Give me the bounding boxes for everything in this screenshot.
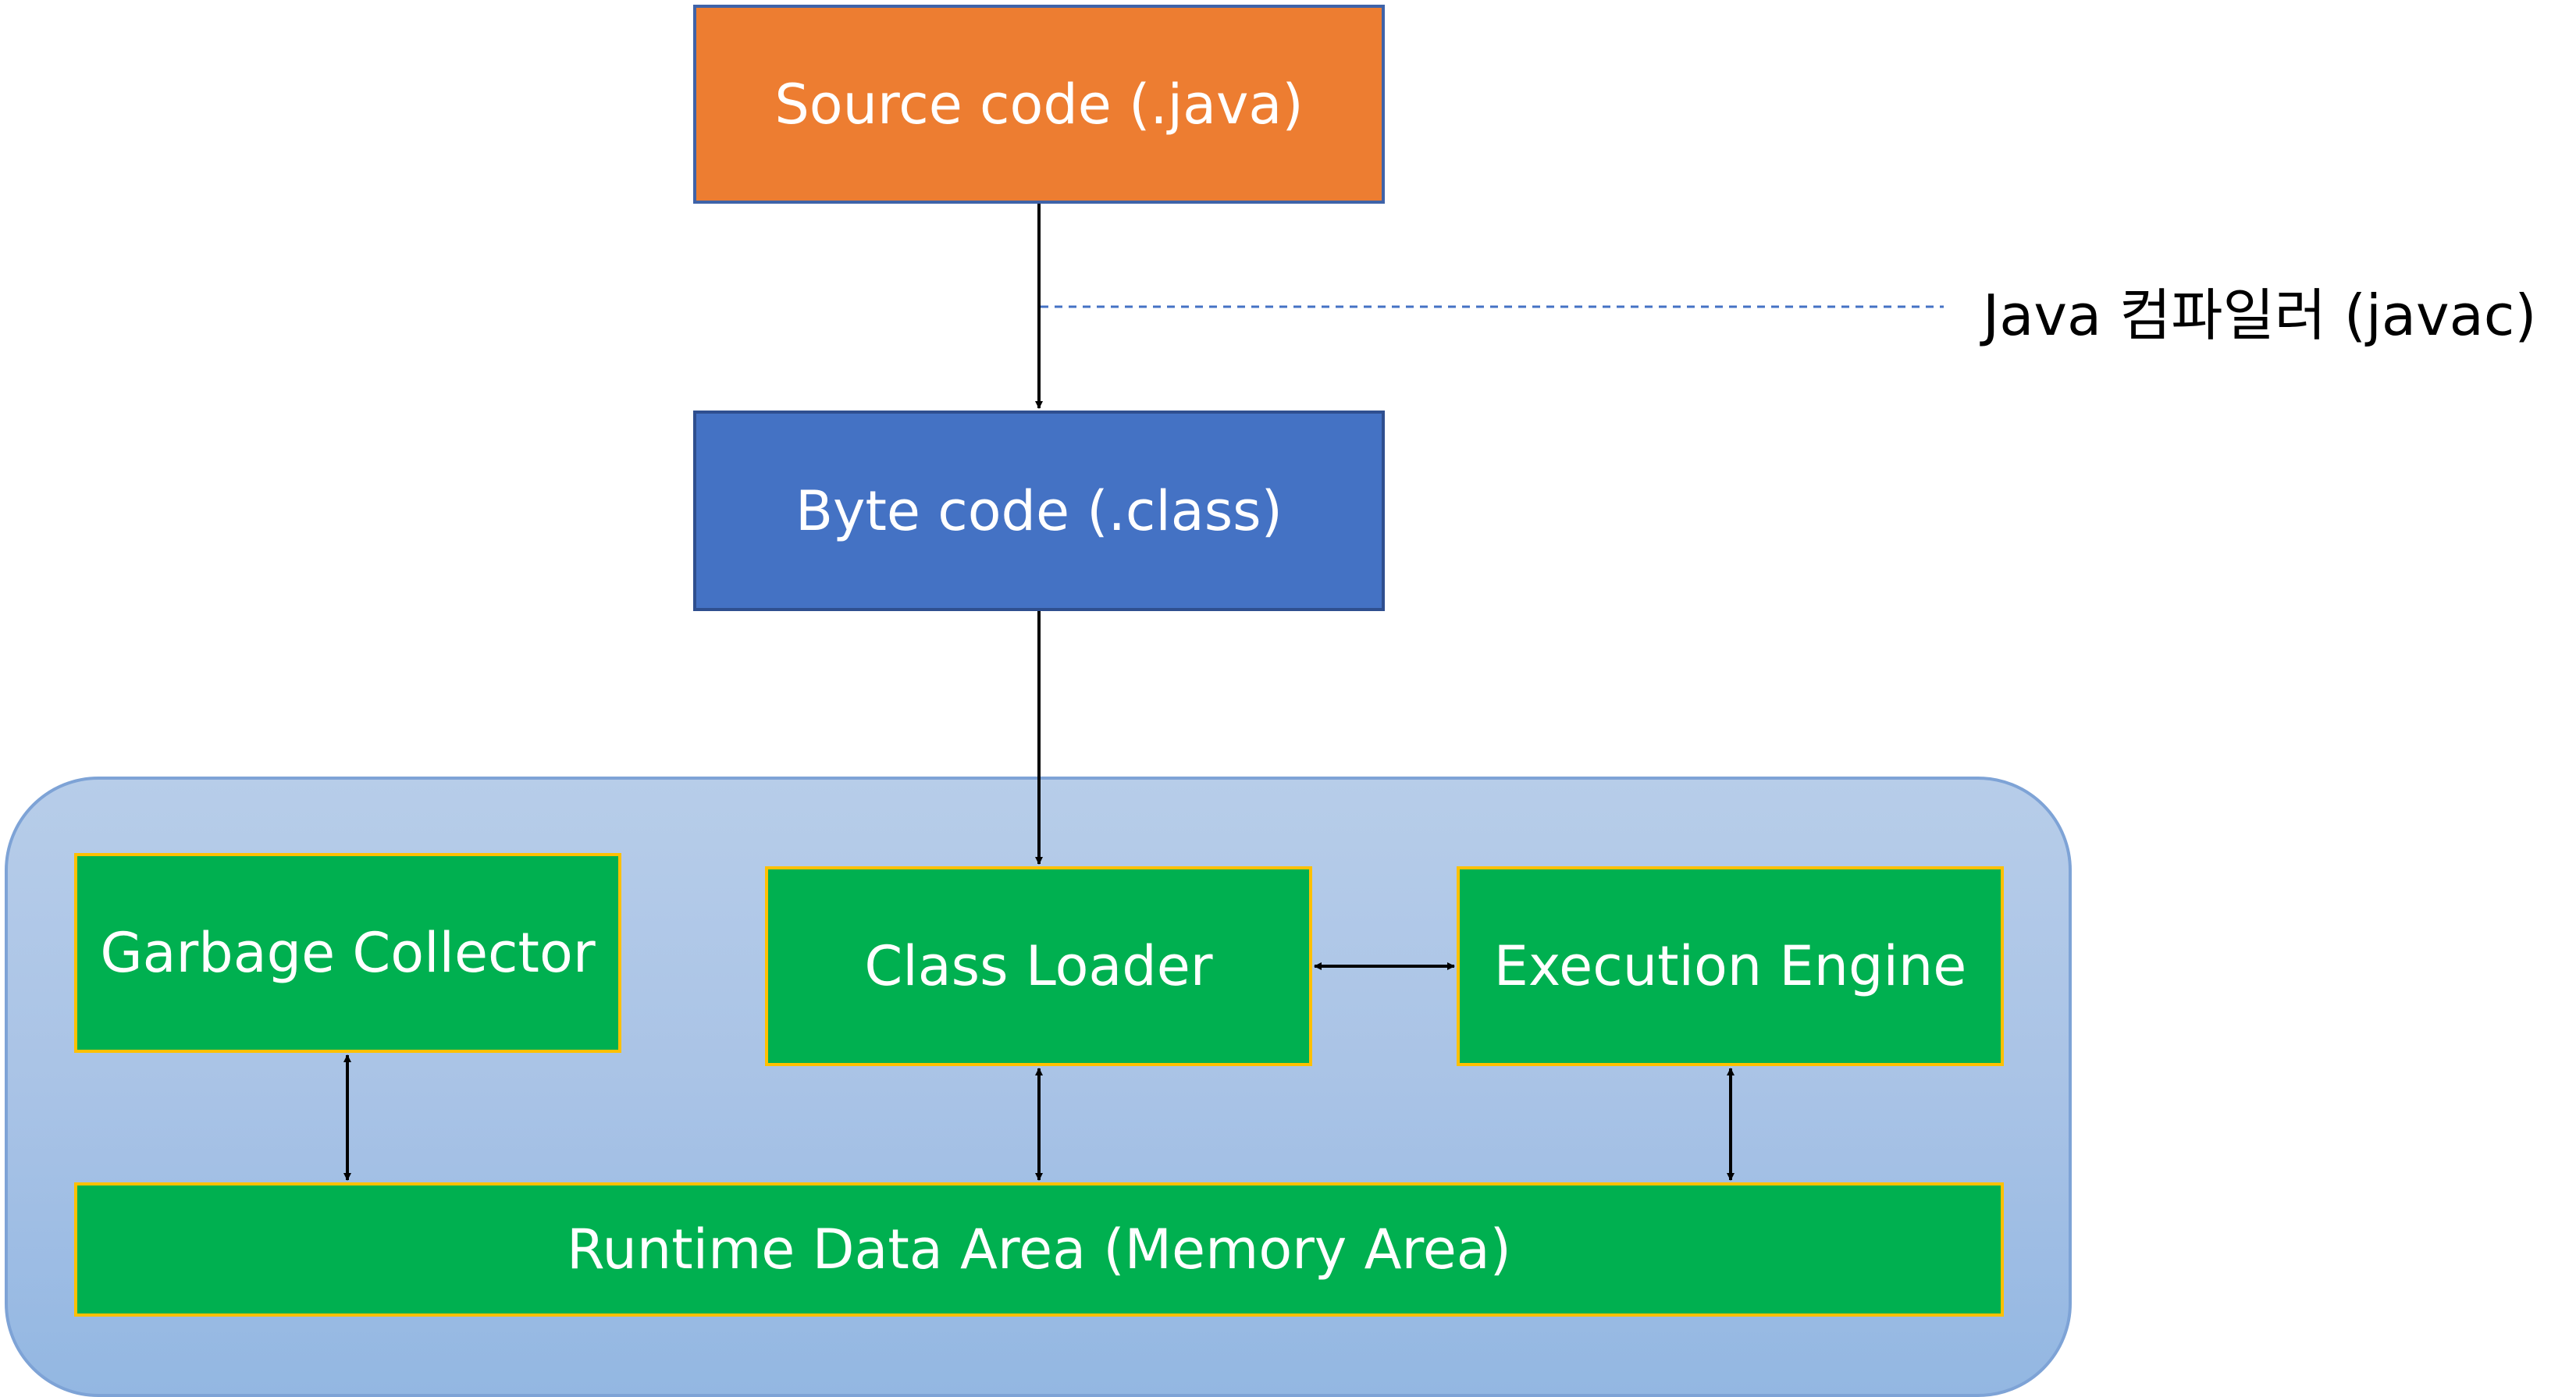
byte-code-box: Byte code (.class) xyxy=(693,411,1385,611)
runtime-data-area-box: Runtime Data Area (Memory Area) xyxy=(74,1182,2004,1317)
compiler-annotation: Java 컴파일러 (javac) xyxy=(1983,283,2537,348)
garbage-collector-box: Garbage Collector xyxy=(74,853,621,1053)
execution-engine-box: Execution Engine xyxy=(1457,866,2004,1066)
source-code-label: Source code (.java) xyxy=(774,72,1304,137)
garbage-collector-label: Garbage Collector xyxy=(100,921,596,985)
byte-code-label: Byte code (.class) xyxy=(795,478,1283,543)
class-loader-label: Class Loader xyxy=(864,934,1213,998)
class-loader-box: Class Loader xyxy=(765,866,1312,1066)
runtime-data-area-label: Runtime Data Area (Memory Area) xyxy=(567,1217,1511,1281)
execution-engine-label: Execution Engine xyxy=(1493,934,1967,998)
source-code-box: Source code (.java) xyxy=(693,5,1385,204)
